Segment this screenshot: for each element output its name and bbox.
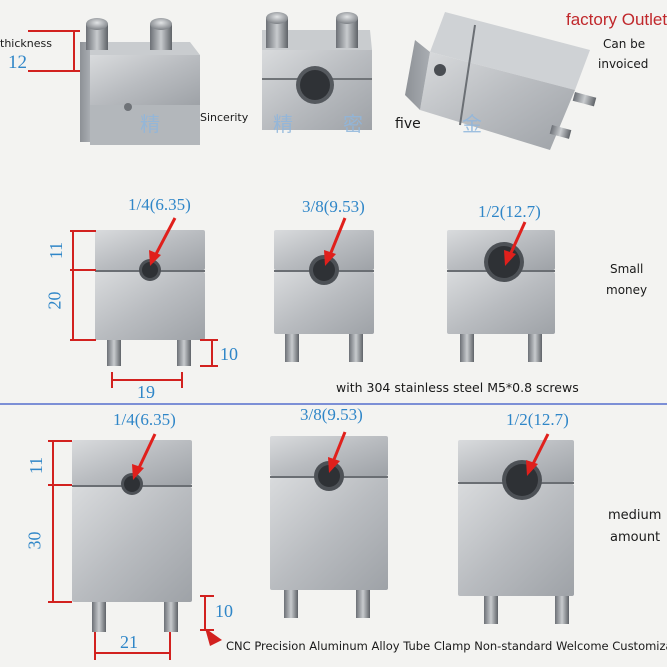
medium-clamp-2	[270, 436, 388, 618]
top-clamp-1	[80, 18, 200, 145]
medium-width: 21	[120, 632, 138, 652]
small-dimensions	[70, 230, 218, 388]
small-arrows	[149, 217, 527, 266]
top-clamp-3	[405, 12, 597, 150]
small-width: 19	[137, 382, 155, 402]
small-clamp-3	[447, 230, 555, 362]
small-size-3: 1/2(12.7)	[478, 202, 541, 221]
small-size-1: 1/4(6.35)	[128, 195, 191, 214]
invoice-line-1: Can be	[603, 37, 646, 51]
top-clamp-2	[262, 12, 372, 130]
caption-mark	[205, 628, 222, 646]
medium-clamp-1	[72, 440, 192, 632]
small-screw-length: 10	[220, 344, 238, 364]
thickness-value: 12	[8, 52, 27, 73]
brand-title: factory Outlet	[566, 10, 667, 29]
medium-label-line-1: medium	[608, 508, 662, 523]
sincerity-label: Sincerity	[200, 111, 249, 124]
thickness-dimension	[28, 30, 80, 72]
small-height-body: 20	[44, 291, 65, 310]
small-size-2: 3/8(9.53)	[302, 197, 365, 216]
medium-arrows	[132, 431, 550, 480]
five-label: five	[395, 116, 421, 132]
medium-height-body: 30	[24, 531, 45, 550]
medium-size-1: 1/4(6.35)	[113, 410, 176, 429]
watermark-char-2: 精	[273, 112, 293, 136]
watermark-char-4: 金	[462, 112, 482, 136]
medium-size-3: 1/2(12.7)	[506, 410, 569, 429]
medium-height-top: 11	[26, 456, 47, 475]
small-label-line-1: Small	[610, 262, 644, 276]
invoice-line-2: invoiced	[598, 57, 649, 71]
medium-screw-length: 10	[215, 601, 233, 621]
thickness-label: thickness	[0, 37, 52, 50]
screw-note: with 304 stainless steel M5*0.8 screws	[336, 380, 579, 395]
medium-size-2: 3/8(9.53)	[300, 405, 363, 424]
small-label-line-2: money	[606, 283, 648, 297]
watermark-char-1: 精	[140, 112, 160, 136]
small-clamp-1	[95, 230, 205, 366]
medium-label-line-2: amount	[610, 530, 661, 545]
caption: CNC Precision Aluminum Alloy Tube Clamp …	[226, 639, 667, 653]
medium-dimensions	[48, 440, 214, 660]
small-height-top: 11	[46, 241, 67, 260]
watermark-char-3: 密	[343, 112, 363, 136]
